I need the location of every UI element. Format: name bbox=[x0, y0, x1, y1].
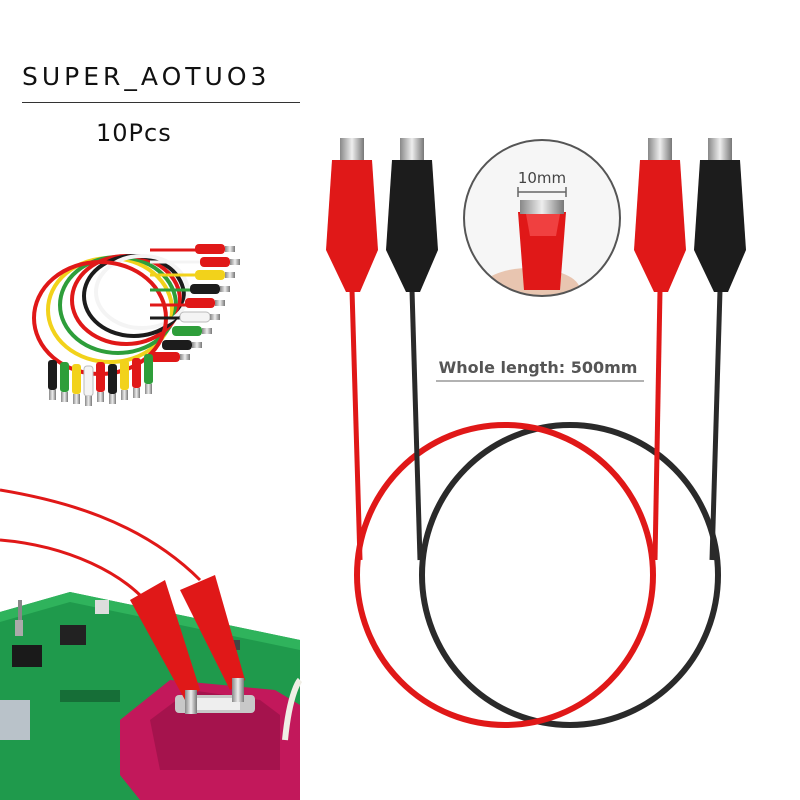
red-clip-left bbox=[326, 138, 378, 292]
whole-length-label: Whole length: 500mm bbox=[439, 358, 638, 377]
length-annotation: Whole length: 500mm bbox=[436, 358, 644, 382]
main-clip-cables bbox=[326, 138, 746, 728]
black-clip-left bbox=[386, 138, 438, 292]
black-clip-right bbox=[694, 138, 746, 292]
brand-block: SUPER_AOTUO3 10Pcs bbox=[22, 60, 302, 147]
brand-name: SUPER_AOTUO3 bbox=[22, 62, 271, 91]
clip-size-label: 10mm bbox=[518, 169, 566, 187]
cable-bundle-image bbox=[32, 244, 240, 406]
pcb-scene-image bbox=[0, 488, 303, 800]
red-clip-right bbox=[634, 138, 686, 292]
clip-size-magnifier: 10mm bbox=[463, 139, 621, 297]
brand-divider bbox=[22, 102, 300, 103]
quantity-label: 10Pcs bbox=[96, 119, 172, 147]
